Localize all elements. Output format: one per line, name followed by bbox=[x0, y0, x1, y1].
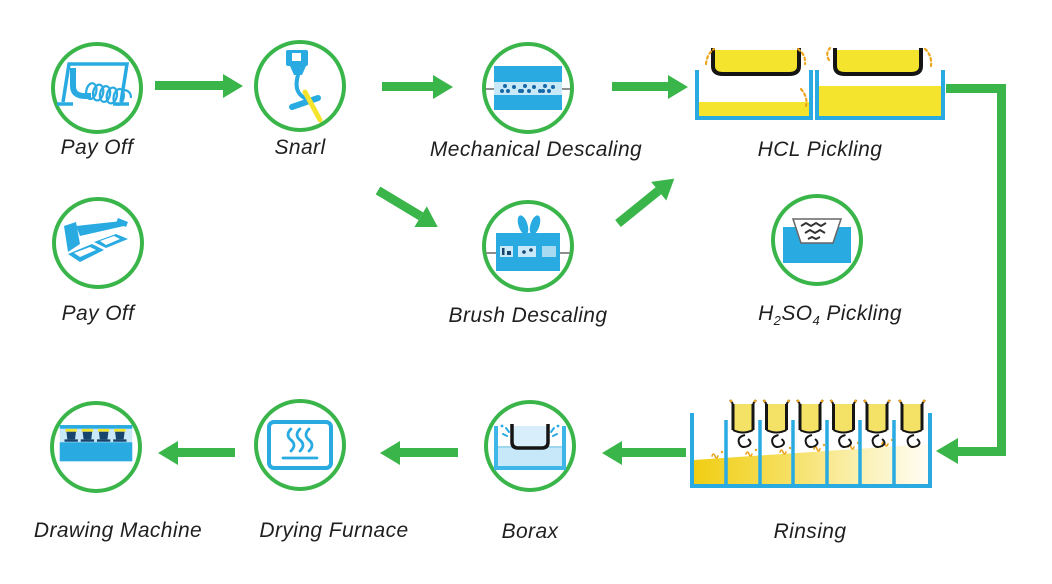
drawing-machine-circle bbox=[50, 401, 142, 493]
elbow-connector-vertical bbox=[997, 84, 1006, 452]
drawing-blocks bbox=[64, 428, 127, 442]
hcl-pickling-graphic bbox=[694, 42, 946, 127]
elbow-connector-arrowhead bbox=[936, 438, 958, 464]
drawing-machine-label: Drawing Machine bbox=[33, 519, 203, 542]
drying-furnace-circle bbox=[254, 399, 346, 491]
elbow-connector-top bbox=[946, 84, 1006, 93]
arrow-payoff-to-snarl bbox=[155, 81, 223, 90]
coil-payoff-stand-icon bbox=[57, 62, 133, 106]
snarl-wire-icon bbox=[286, 50, 323, 123]
h2so4-part: Pickling bbox=[820, 302, 902, 325]
rinsing-baskets bbox=[729, 399, 926, 448]
snarl-label: Snarl bbox=[274, 136, 326, 159]
arrow-borax-to-drying bbox=[400, 448, 458, 457]
hcl-pickling-label: HCL Pickling bbox=[757, 138, 883, 161]
borax-bath-icon bbox=[494, 424, 566, 470]
brush-descaling-label: Brush Descaling bbox=[448, 304, 608, 327]
borax-label: Borax bbox=[501, 520, 559, 543]
snarl-circle bbox=[254, 40, 346, 132]
h2so4-part: H bbox=[758, 302, 774, 325]
rinsing-graphic bbox=[688, 398, 948, 501]
borax-circle bbox=[484, 400, 576, 492]
furnace-steam-icon bbox=[267, 420, 333, 470]
acid-tanks-with-baskets-graphic bbox=[695, 46, 945, 120]
payoff-stand-icon bbox=[64, 218, 128, 262]
descaling-machine-icon bbox=[486, 66, 570, 110]
mechanical-descaling-label: Mechanical Descaling bbox=[429, 138, 643, 161]
mechanical-descaling-circle bbox=[482, 42, 574, 134]
arrow-brush-to-hcl bbox=[615, 187, 662, 227]
pay-off-1-label: Pay Off bbox=[60, 136, 134, 159]
arrow-mechanical-to-hcl bbox=[612, 82, 668, 91]
arrow-drying-to-drawing bbox=[178, 448, 235, 457]
drying-furnace-label: Drying Furnace bbox=[259, 519, 409, 542]
h2so4-sub4: 4 bbox=[812, 313, 821, 329]
elbow-connector-bottom bbox=[958, 447, 1006, 456]
h2so4-part: SO bbox=[781, 302, 813, 325]
pay-off-2-circle bbox=[52, 197, 144, 289]
h2so4-pickling-circle bbox=[771, 194, 863, 286]
arrow-snarl-to-mechanical bbox=[382, 82, 433, 91]
acid-bath-basket-icon bbox=[783, 218, 851, 263]
brush-machine-icon bbox=[486, 215, 570, 271]
arrow-snarl-to-brush bbox=[375, 186, 424, 221]
h2so4-pickling-label: H2SO4 Pickling bbox=[710, 302, 950, 328]
pay-off-2-label: Pay Off bbox=[61, 302, 135, 325]
h2so4-sub2: 2 bbox=[773, 313, 782, 329]
brush-descaling-circle bbox=[482, 200, 574, 292]
rinsing-label: Rinsing bbox=[773, 520, 847, 543]
rinsing-tanks-graphic bbox=[690, 399, 932, 488]
arrow-rinsing-to-borax bbox=[622, 448, 686, 457]
pay-off-1-circle bbox=[51, 42, 143, 134]
drawing-blocks-icon bbox=[59, 425, 133, 462]
